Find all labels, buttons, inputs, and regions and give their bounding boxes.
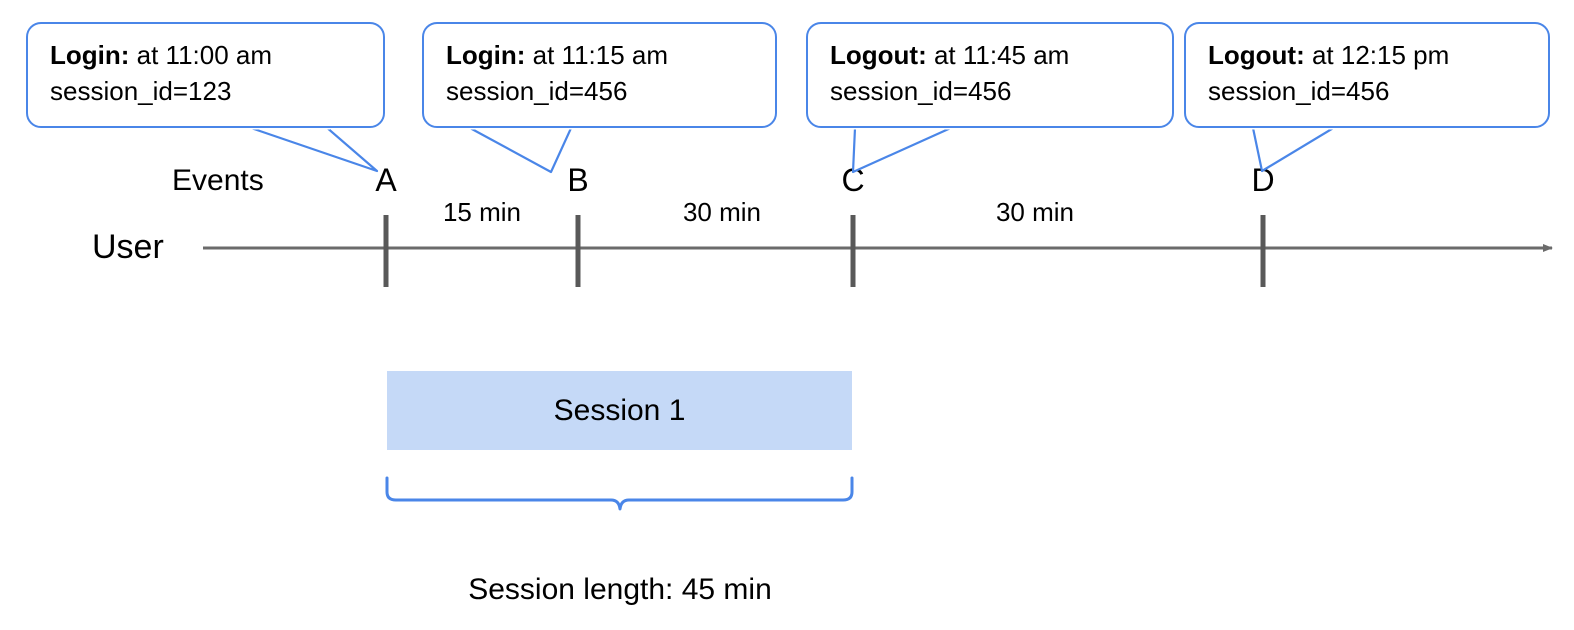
callout-session-id: session_id=123 [50, 75, 232, 106]
callout-event-time: at 11:15 am [525, 40, 669, 70]
callout-bubble-c: Logout: at 11:45 am session_id=456 [806, 22, 1174, 128]
session-brace [385, 476, 854, 511]
callout-event-type: Login: [50, 40, 130, 70]
callout-bubble-b: Login: at 11:15 am session_id=456 [422, 22, 777, 128]
callout-tail-a [240, 118, 379, 173]
callout-event-type: Login: [446, 40, 526, 70]
callout-line-event: Login: at 11:00 am [50, 38, 365, 74]
callout-line-event: Logout: at 12:15 pm [1208, 38, 1530, 74]
callout-line-event: Login: at 11:15 am [446, 38, 757, 74]
session-bar-label: Session 1 [553, 393, 686, 427]
callout-session-id: session_id=456 [1208, 75, 1390, 106]
callout-session-id: session_id=456 [446, 75, 628, 106]
gap-label-cd: 30 min [995, 197, 1075, 227]
callout-event-time: at 12:15 pm [1304, 40, 1450, 70]
tick-label-a: A [375, 162, 397, 198]
user-row-label: User [92, 228, 164, 266]
gap-label-bc: 30 min [682, 197, 762, 227]
callout-session-id: session_id=456 [830, 75, 1012, 106]
callout-bubble-a: Login: at 11:00 am session_id=123 [26, 22, 385, 128]
callout-tail-d [1246, 125, 1342, 173]
callout-event-type: Logout: [1208, 40, 1305, 70]
callout-line-event: Logout: at 11:45 am [830, 38, 1154, 74]
session-length-caption: Session length: 45 min [468, 573, 772, 606]
callout-tail-c [848, 125, 960, 174]
callout-event-time: at 11:00 am [129, 40, 273, 70]
callout-event-time: at 11:45 am [926, 40, 1070, 70]
session-bar: Session 1 [387, 371, 852, 450]
tick-label-d: D [1251, 162, 1275, 198]
tick-label-b: B [567, 162, 589, 198]
events-row-label: Events [172, 164, 264, 197]
callout-tail-b [462, 124, 580, 174]
gap-label-ab: 15 min [442, 197, 522, 227]
callout-bubble-d: Logout: at 12:15 pm session_id=456 [1184, 22, 1550, 128]
tick-label-c: C [841, 162, 865, 198]
callout-event-type: Logout: [830, 40, 927, 70]
